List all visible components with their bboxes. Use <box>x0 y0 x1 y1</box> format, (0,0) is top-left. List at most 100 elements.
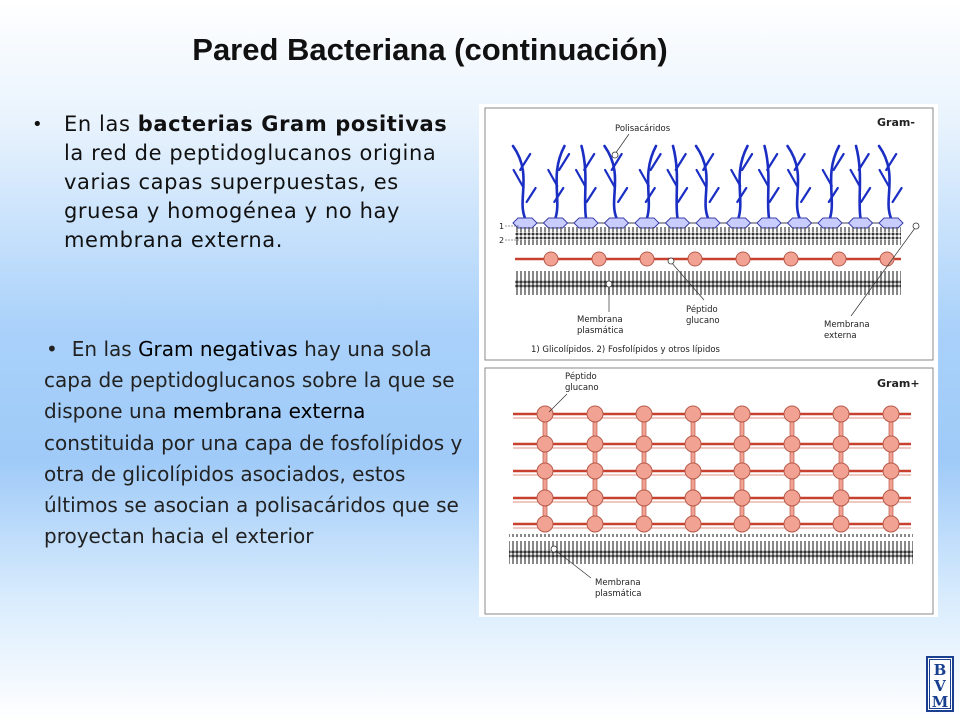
polysaccharide-branch <box>617 186 629 204</box>
peptide-node <box>733 515 751 533</box>
peptide-node <box>586 462 604 480</box>
polysaccharide-branch <box>677 186 689 204</box>
glycolipid-head <box>573 217 599 229</box>
label-peptido-bottom-1: Péptido <box>565 371 597 382</box>
peptide-bridge <box>592 505 598 517</box>
glycolipid-head <box>817 217 843 229</box>
bullet-dot: • <box>46 337 58 361</box>
polysaccharide-branch <box>583 152 596 172</box>
peptide-node <box>831 251 847 267</box>
bvm-logo: B V M <box>926 656 954 712</box>
polysaccharide-branch <box>695 168 707 188</box>
polysaccharide-branch <box>885 152 898 172</box>
plasma-membrane-top <box>515 269 901 295</box>
peptide-node <box>684 435 702 453</box>
peptide-bridge <box>838 478 844 491</box>
glycolipid-head <box>756 217 782 229</box>
peptide-node <box>591 251 607 267</box>
peptide-bridge <box>641 478 647 491</box>
gram-negative-panel: Gram- 1 2 Polisacáridos Membrana plasmát… <box>484 107 934 361</box>
label-membrana-plasmatica-bottom-1: Membrana <box>595 578 641 588</box>
polysaccharide-branch <box>512 168 524 188</box>
peptide-bridge <box>888 421 894 437</box>
peptide-node <box>536 515 554 533</box>
peptide-node <box>882 489 900 507</box>
glycolipid-head <box>512 217 538 229</box>
peptide-node <box>832 462 850 480</box>
peptide-node <box>543 251 559 267</box>
polysaccharide-branch <box>766 152 779 172</box>
label-peptido-top-1: Péptido <box>686 304 718 315</box>
label-peptido-top-2: glucano <box>686 316 720 326</box>
cell-wall-figure: Gram- 1 2 Polisacáridos Membrana plasmát… <box>479 104 938 617</box>
peptide-node <box>783 435 801 453</box>
peptide-bridge <box>641 505 647 517</box>
peptide-node <box>536 405 554 423</box>
peptide-node <box>832 435 850 453</box>
peptide-bridge <box>542 505 548 517</box>
polysaccharide-branch <box>736 186 748 204</box>
peptide-bridge <box>789 478 795 491</box>
peptide-node <box>783 489 801 507</box>
peptide-node <box>687 251 703 267</box>
bullet-gram-positive: • En las bacterias Gram positivas la red… <box>32 110 462 255</box>
peptide-node <box>879 251 895 267</box>
glycolipid-head <box>878 217 904 229</box>
polysaccharide-branch <box>849 168 861 188</box>
polysaccharide-branch <box>644 186 656 204</box>
label-peptido-bottom-2: glucano <box>565 383 599 393</box>
label-membrana-plasmatica-top-2: plasmática <box>577 326 623 336</box>
polysaccharide-branch <box>758 168 770 188</box>
bullet-gram-negative: •En las Gram negativas hay una sola capa… <box>44 337 463 549</box>
figure-caption: 1) Glicolípidos. 2) Fosfolípidos y otros… <box>531 345 721 355</box>
peptide-bridge <box>592 421 598 437</box>
peptide-node <box>783 462 801 480</box>
peptide-node <box>684 515 702 533</box>
peptide-node <box>536 489 554 507</box>
polysaccharide-branch <box>557 152 571 172</box>
peptide-node <box>832 489 850 507</box>
peptide-bridge <box>542 478 548 491</box>
label-membrana-plasmatica-bottom-2: plasmática <box>595 589 641 599</box>
peptide-bridge <box>888 505 894 517</box>
peptide-bridge <box>592 478 598 491</box>
polysaccharide-branch <box>832 152 845 172</box>
peptide-node <box>882 515 900 533</box>
polysaccharide-branch <box>821 168 833 188</box>
label-membrana-plasmatica-top-1: Membrana <box>577 315 623 325</box>
polysaccharide-branch <box>793 152 806 172</box>
polysaccharide-branch <box>878 168 890 188</box>
peptide-node <box>635 405 653 423</box>
glycolipid-head <box>786 217 813 229</box>
peptide-bridge <box>838 451 844 464</box>
peptide-node <box>536 462 554 480</box>
peptide-node <box>586 435 604 453</box>
label-membrana-externa-1: Membrana <box>824 320 870 330</box>
polysaccharide-branch <box>649 152 662 172</box>
polysaccharide-branch <box>741 152 754 172</box>
glycolipid-head <box>603 217 630 229</box>
peptide-bridge <box>641 451 647 464</box>
peptide-node <box>635 489 653 507</box>
bullet-dot: • <box>32 114 43 135</box>
polysaccharide-branch <box>860 186 872 204</box>
logo-letter-m: M <box>932 693 949 711</box>
peptide-node <box>832 405 850 423</box>
polysaccharide-branch <box>519 152 532 172</box>
label-1: 1 <box>499 222 504 231</box>
polysaccharide-branch <box>787 168 799 188</box>
peptide-bridge <box>789 505 795 517</box>
peptide-bridge <box>690 451 696 464</box>
peptide-bridge <box>542 421 548 437</box>
gram-negative-tag: Gram- <box>877 116 915 129</box>
peptide-bridge <box>789 421 795 437</box>
polysaccharide-branch <box>768 186 780 204</box>
peptide-node <box>635 435 653 453</box>
peptide-bridge <box>690 505 696 517</box>
polysaccharide-branch <box>857 152 870 172</box>
label-membrana-externa-2: externa <box>824 331 857 341</box>
peptide-bridge <box>739 505 745 517</box>
peptide-node <box>586 405 604 423</box>
peptide-node <box>733 435 751 453</box>
peptide-node <box>639 251 655 267</box>
